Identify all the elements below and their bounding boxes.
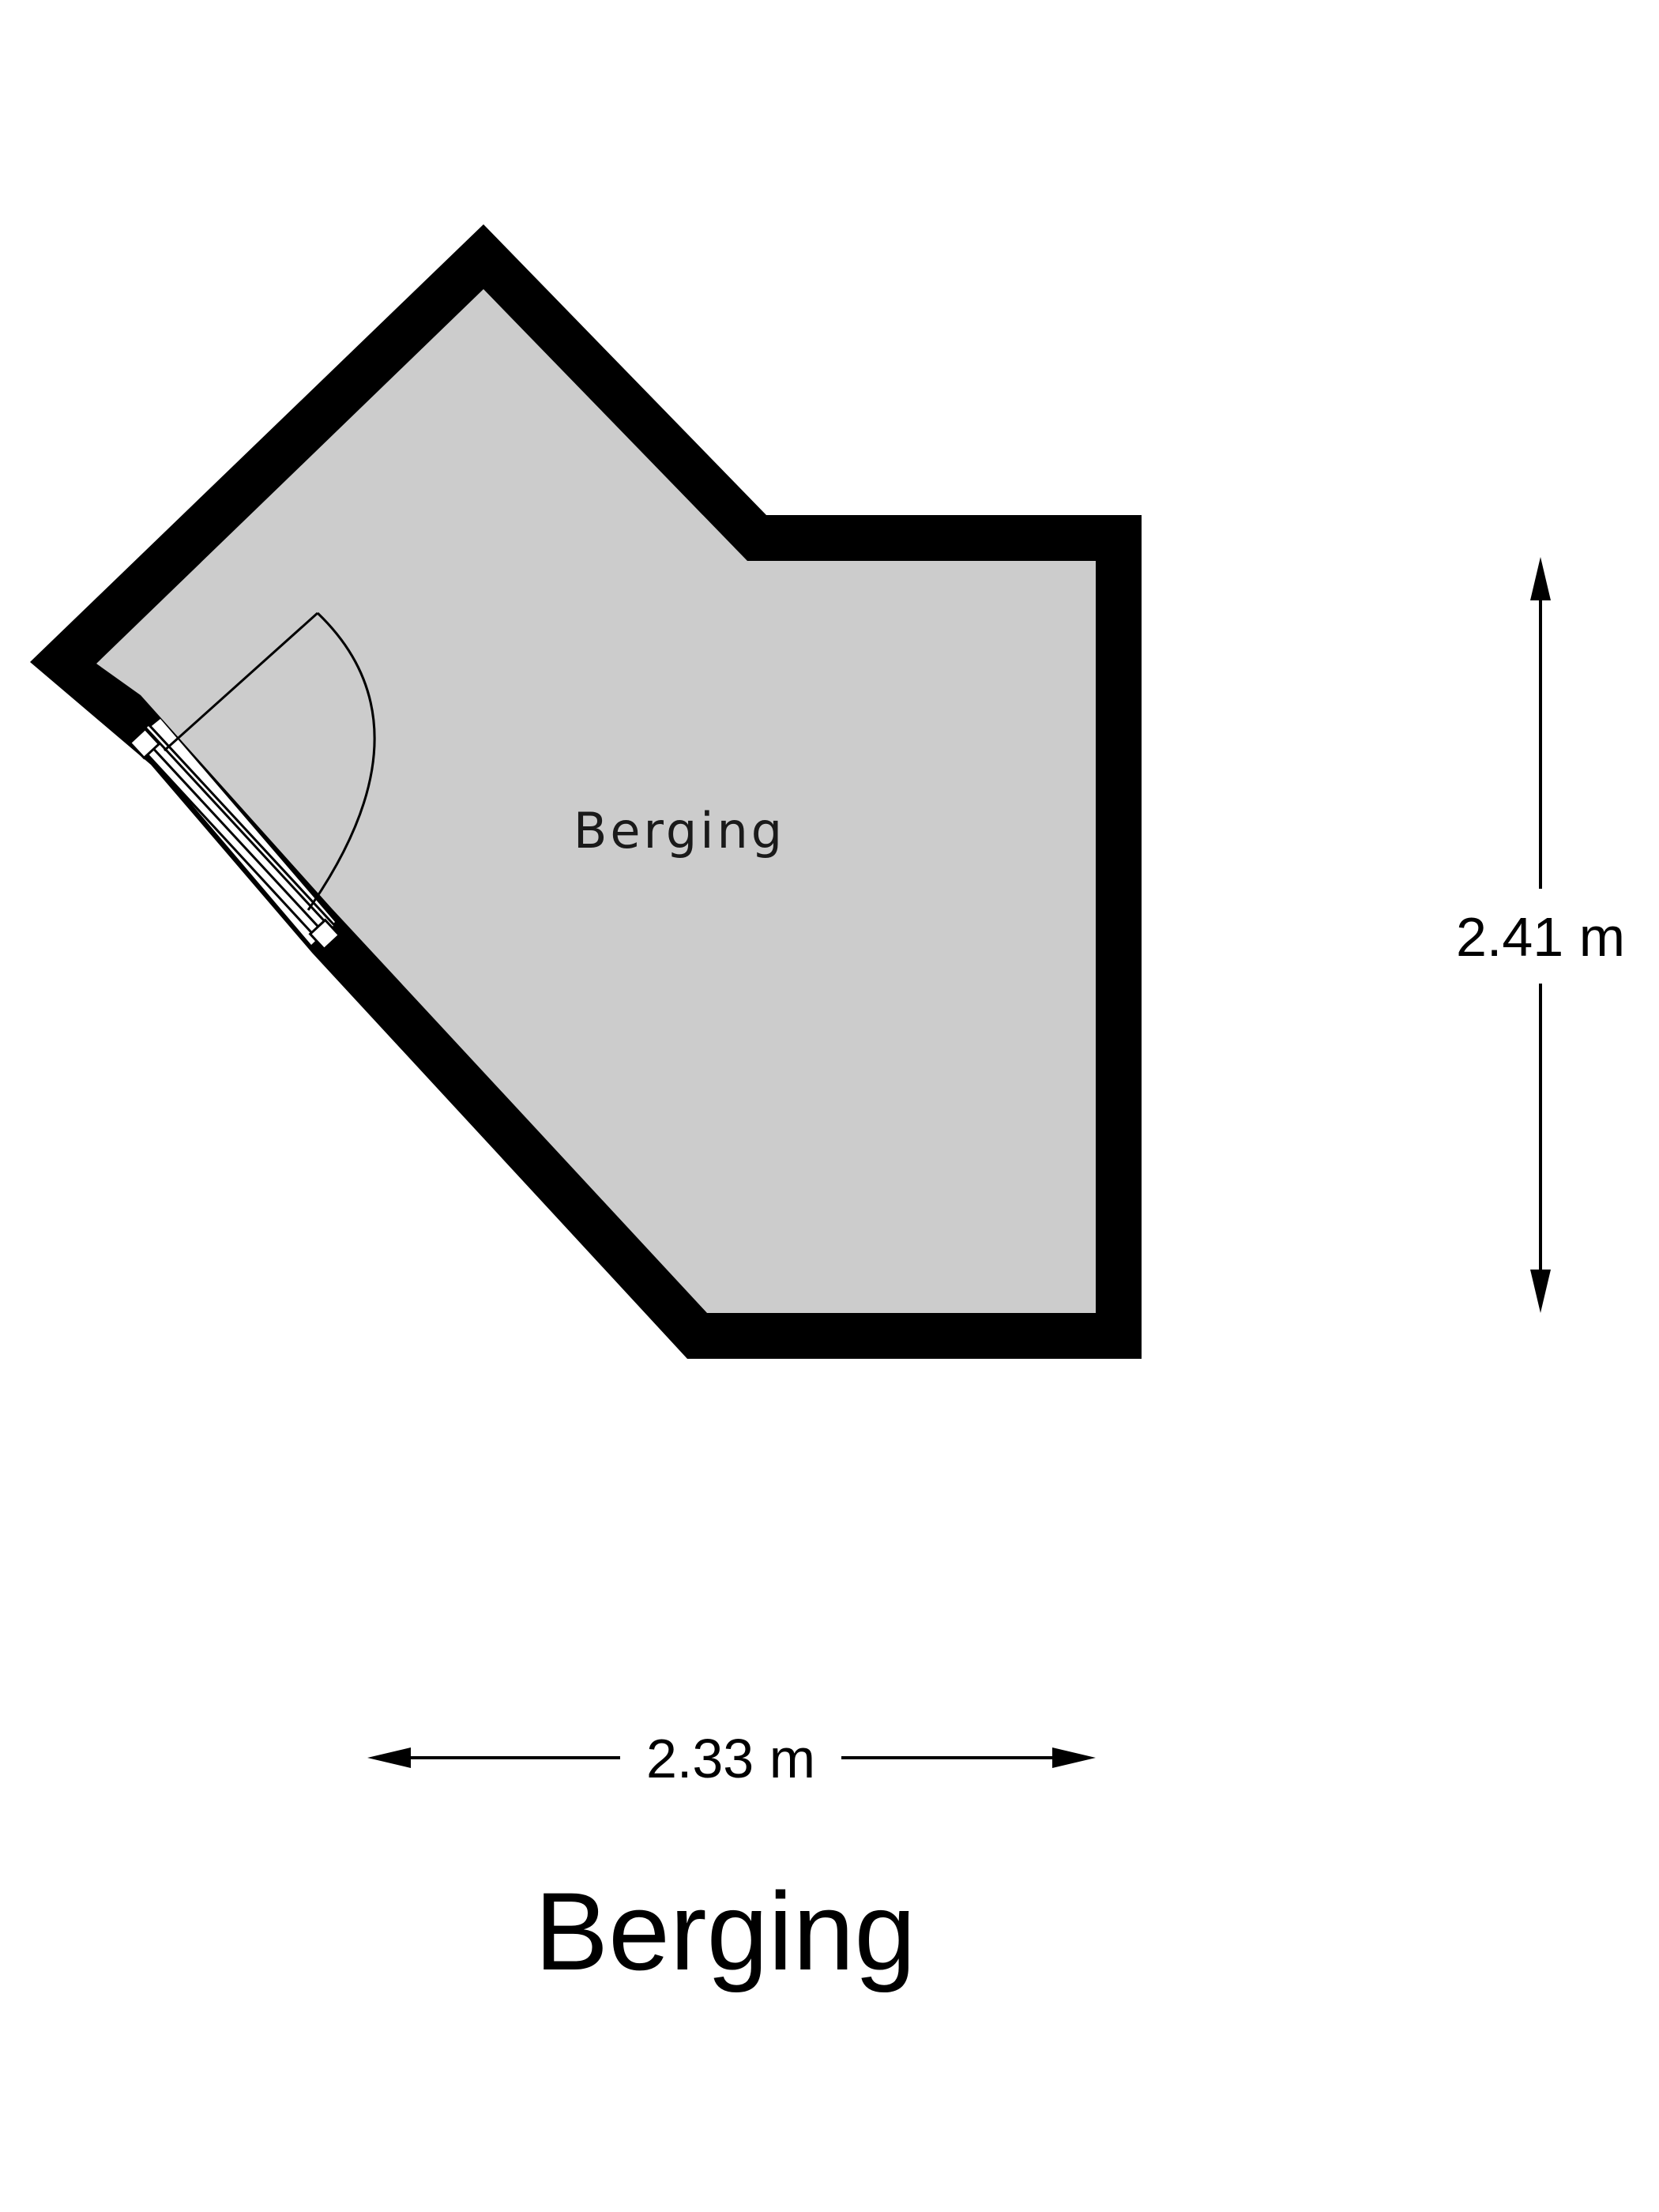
door-swing [163, 611, 376, 911]
height-dimension-label: 2.41 m [1456, 906, 1625, 968]
door-frame [128, 722, 341, 951]
room-floor [96, 289, 1096, 1313]
width-dimension-label: 2.33 m [646, 1728, 815, 1789]
height-dimension-line [1530, 557, 1551, 1313]
plan-title: Berging [535, 1869, 916, 1993]
width-dimension-line [367, 1747, 1096, 1768]
room-label: Berging [574, 802, 785, 860]
